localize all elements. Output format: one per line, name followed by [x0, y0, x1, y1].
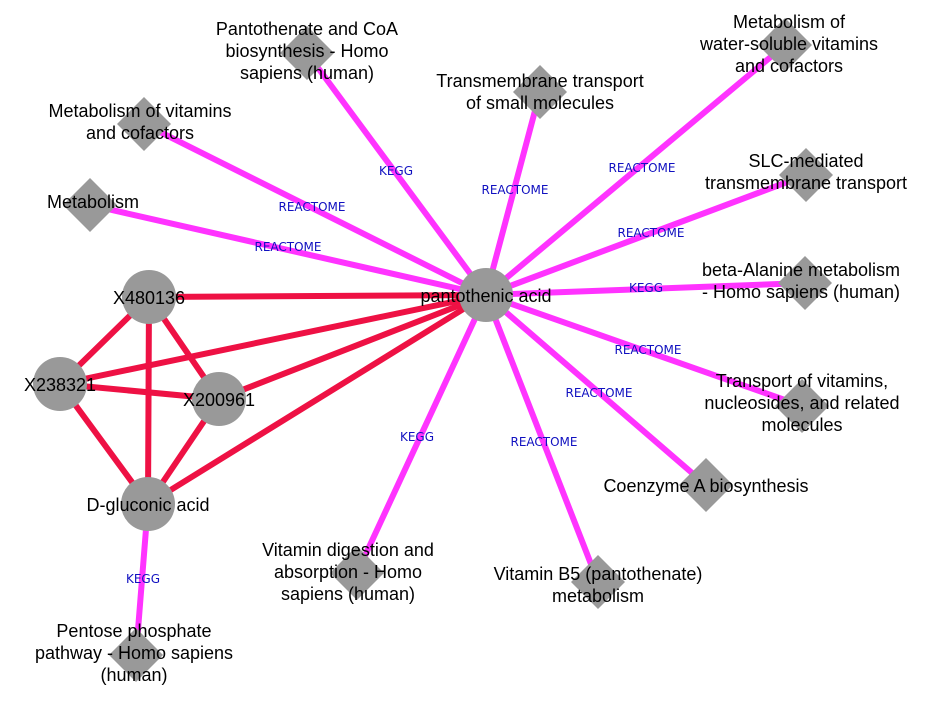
metabolite-node-pantothenic[interactable]: [459, 268, 513, 322]
node-label-line: SLC-mediated: [748, 151, 863, 171]
node-label-line: sapiens (human): [281, 584, 415, 604]
node-label-line: transmembrane transport: [705, 173, 907, 193]
node-label-line: of small molecules: [466, 93, 614, 113]
node-label-line: Metabolism of vitamins: [48, 101, 231, 121]
pathway-node-p_vitamin_digestion[interactable]: [330, 546, 384, 600]
correlation-edge-x480136-pantothenic[interactable]: [146, 292, 489, 300]
pathway-node-p_transport_vitamins[interactable]: [775, 379, 829, 433]
pathway-node-p_slc[interactable]: [779, 148, 833, 202]
node-label-x200961: X200961: [183, 390, 255, 410]
node-label-line: Pantothenate and CoA: [216, 19, 398, 39]
node-label-line: Transport of vitamins,: [716, 371, 888, 391]
edge-label-pantothenic-p_beta_alanine: KEGG: [629, 281, 663, 295]
pathway-edge-pantothenic-p_metabolism[interactable]: [87, 202, 489, 298]
node-label-line: sapiens (human): [240, 63, 374, 83]
node-label-line: metabolism: [552, 586, 644, 606]
pathway-edge-pantothenic-p_transmembrane[interactable]: [483, 89, 543, 298]
node-label-line: Metabolism: [47, 192, 139, 212]
pathway-edge-pantothenic-p_transport_vitamins[interactable]: [483, 292, 805, 409]
node-label-x238321: X238321: [24, 375, 96, 395]
pathway-node-p_pentose[interactable]: [109, 628, 163, 682]
node-label-line: X480136: [113, 288, 185, 308]
edge-label-pantothenic-p_vitamin_b5: REACTOME: [510, 435, 577, 449]
correlation-edge-x200961-pantothenic[interactable]: [216, 292, 489, 402]
node-label-line: pathway - Homo sapiens: [35, 643, 233, 663]
node-label-pantothenic: pantothenic acid: [420, 286, 551, 306]
pathway-node-p_transmembrane[interactable]: [513, 65, 567, 119]
pathway-edge-pantothenic-p_slc[interactable]: [483, 172, 809, 298]
correlation-edge-x480136-dgluconic[interactable]: [145, 294, 152, 507]
pathway-edge-pantothenic-p_vitamin_b5[interactable]: [483, 292, 601, 585]
metabolite-node-dgluconic[interactable]: [121, 477, 175, 531]
pathway-edge-pantothenic-p_coenzyme_a[interactable]: [483, 292, 709, 488]
node-label-line: Vitamin B5 (pantothenate): [494, 564, 703, 584]
edge-label-dgluconic-p_pentose: KEGG: [126, 572, 160, 586]
edge-label-pantothenic-p_metabolism: REACTOME: [254, 240, 321, 254]
node-label-line: Transmembrane transport: [436, 71, 643, 91]
pathway-node-p_coenzyme_a[interactable]: [679, 458, 733, 512]
node-label-line: D-gluconic acid: [86, 495, 209, 515]
edge-labels-layer: KEGG REACTOME REACTOME REACTOME REACTOME REAC…: [126, 161, 685, 586]
edge-label-pantothenic-p_water_soluble: REACTOME: [608, 161, 675, 175]
pathway-edge-pantothenic-p_vitamins_cofactors[interactable]: [141, 121, 489, 298]
metabolite-node-x238321[interactable]: [33, 357, 87, 411]
pathway-edge-pantothenic-p_vitamin_digestion[interactable]: [354, 292, 489, 576]
edge-label-pantothenic-p_pantothenate_coa: KEGG: [379, 164, 413, 178]
node-label-p_vitamin_b5: Vitamin B5 (pantothenate)metabolism: [494, 564, 703, 606]
pathway-node-p_vitamins_cofactors[interactable]: [117, 97, 171, 151]
pathway-node-p_pantothenate_coa[interactable]: [280, 26, 334, 80]
correlation-edge-x238321-pantothenic[interactable]: [57, 292, 489, 387]
metabolite-node-x200961[interactable]: [192, 372, 246, 426]
node-label-p_transport_vitamins: Transport of vitamins,nucleosides, and r…: [704, 371, 899, 435]
edge-label-pantothenic-p_slc: REACTOME: [617, 226, 684, 240]
pathway-edge-pantothenic-p_beta_alanine[interactable]: [483, 280, 808, 298]
node-label-line: beta-Alanine metabolism: [702, 260, 900, 280]
correlation-edge-dgluconic-pantothenic[interactable]: [145, 292, 489, 507]
edge-label-pantothenic-p_coenzyme_a: REACTOME: [565, 386, 632, 400]
node-label-line: X238321: [24, 375, 96, 395]
node-label-line: Coenzyme A biosynthesis: [603, 476, 808, 496]
pathway-node-p_vitamin_b5[interactable]: [571, 555, 625, 609]
node-label-x480136: X480136: [113, 288, 185, 308]
node-label-line: and cofactors: [86, 123, 194, 143]
pathway-node-p_metabolism[interactable]: [63, 178, 117, 232]
node-label-line: pantothenic acid: [420, 286, 551, 306]
pathway-node-p_water_soluble[interactable]: [758, 18, 812, 72]
node-label-line: water-soluble vitamins: [699, 34, 878, 54]
node-label-line: and cofactors: [735, 56, 843, 76]
edge-label-pantothenic-p_transport_vitamins: REACTOME: [614, 343, 681, 357]
edge-label-pantothenic-p_vitamins_cofactors: REACTOME: [278, 200, 345, 214]
metabolite-node-x480136[interactable]: [122, 270, 176, 324]
node-labels-layer: pantothenic acid X480136X238321X200961D-g…: [24, 12, 907, 685]
node-label-line: nucleosides, and related: [704, 393, 899, 413]
node-label-line: (human): [100, 665, 167, 685]
node-label-line: absorption - Homo: [274, 562, 422, 582]
pathway-edge-pantothenic-p_pantothenate_coa[interactable]: [304, 50, 489, 298]
node-label-line: Vitamin digestion and: [262, 540, 434, 560]
node-label-p_metabolism: Metabolism: [47, 192, 139, 212]
node-label-dgluconic: D-gluconic acid: [86, 495, 209, 515]
edge-label-pantothenic-p_transmembrane: REACTOME: [481, 183, 548, 197]
pathway-node-p_beta_alanine[interactable]: [778, 256, 832, 310]
node-label-line: Metabolism of: [733, 12, 846, 32]
node-label-p_beta_alanine: beta-Alanine metabolism- Homo sapiens (h…: [702, 260, 900, 302]
node-label-line: Pentose phosphate: [56, 621, 211, 641]
node-label-line: - Homo sapiens (human): [702, 282, 900, 302]
nodes-layer: [33, 18, 833, 682]
edge-label-pantothenic-p_vitamin_digestion: KEGG: [400, 430, 434, 444]
node-label-line: biosynthesis - Homo: [225, 41, 388, 61]
node-label-line: X200961: [183, 390, 255, 410]
node-label-line: molecules: [761, 415, 842, 435]
pathway-edge-pantothenic-p_water_soluble[interactable]: [483, 42, 788, 298]
node-label-p_coenzyme_a: Coenzyme A biosynthesis: [603, 476, 808, 496]
